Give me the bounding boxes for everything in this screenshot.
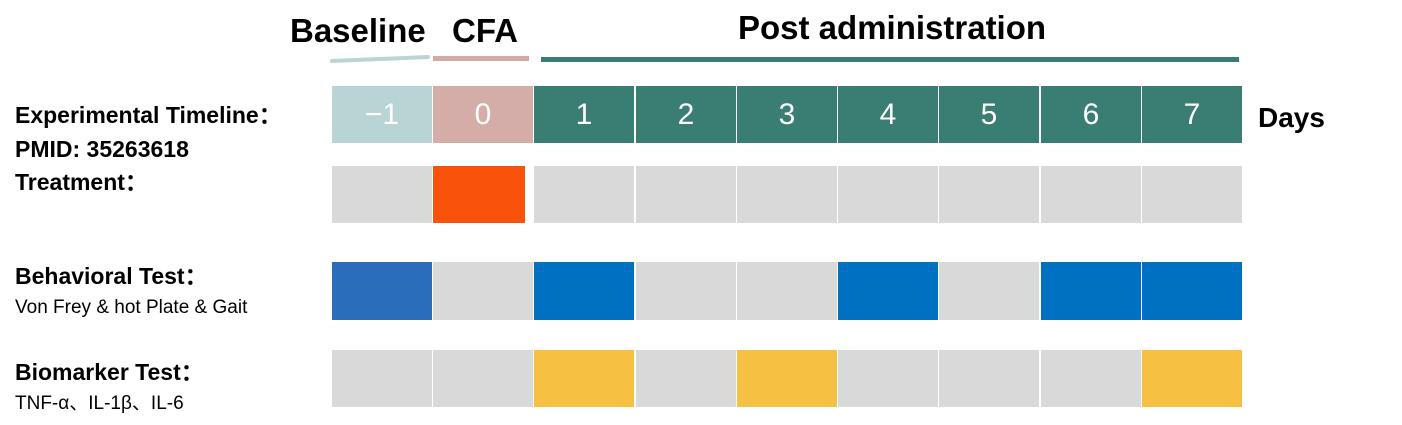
day-cell: 7: [1142, 86, 1242, 143]
behavioral-cell: [636, 262, 736, 320]
days-unit-label: Days: [1258, 102, 1325, 133]
phase-line-baseline: [330, 55, 430, 63]
treatment-cell: [939, 166, 1039, 223]
treatment-cell: [433, 166, 525, 223]
label-treatment: Treatment：: [15, 169, 148, 195]
treatment-cell: [1041, 166, 1141, 223]
behavioral-cell: [433, 262, 533, 320]
treatment-cell: [636, 166, 736, 223]
phase-label-cfa: CFA: [452, 12, 518, 49]
biomarker-cell: [1041, 350, 1141, 407]
biomarker-cell: [1142, 350, 1242, 407]
day-cell: 3: [737, 86, 837, 143]
behavioral-cell: [939, 262, 1039, 320]
behavioral-cell: [332, 262, 432, 320]
label-biomarker-markers: TNF-α、IL-1β、IL-6: [15, 393, 184, 414]
phase-line-cfa: [433, 56, 529, 61]
phase-line-post: [541, 57, 1239, 62]
day-cell: 6: [1041, 86, 1141, 143]
biomarker-cell: [939, 350, 1039, 407]
day-cell: 2: [636, 86, 736, 143]
treatment-cell: [737, 166, 837, 223]
day-cell: −1: [332, 86, 432, 143]
behavioral-cell: [838, 262, 938, 320]
behavioral-cell: [1041, 262, 1141, 320]
day-cell: 1: [534, 86, 634, 143]
biomarker-cell: [737, 350, 837, 407]
treatment-cell: [534, 166, 634, 223]
biomarker-cell: [332, 350, 432, 407]
phase-label-post: Post administration: [738, 9, 1047, 46]
day-cell: 4: [838, 86, 938, 143]
label-biomarker-test: Biomarker Test：: [15, 359, 204, 385]
treatment-cell: [332, 166, 432, 223]
treatment-cell: [838, 166, 938, 223]
treatment-cell: [1142, 166, 1242, 223]
biomarker-cell: [433, 350, 533, 407]
behavioral-cell: [737, 262, 837, 320]
label-behavioral-methods: Von Frey & hot Plate & Gait: [15, 297, 248, 318]
phase-label-baseline: Baseline: [290, 12, 426, 49]
behavioral-cell: [1142, 262, 1242, 320]
day-cell: 5: [939, 86, 1039, 143]
biomarker-cell: [636, 350, 736, 407]
label-behavioral-test: Behavioral Test：: [15, 263, 208, 289]
label-pmid: PMID: 35263618: [15, 136, 189, 162]
label-experimental-timeline: Experimental Timeline：: [15, 102, 282, 128]
behavioral-cell: [534, 262, 634, 320]
biomarker-cell: [534, 350, 634, 407]
biomarker-cell: [838, 350, 938, 407]
day-cell: 0: [433, 86, 533, 143]
